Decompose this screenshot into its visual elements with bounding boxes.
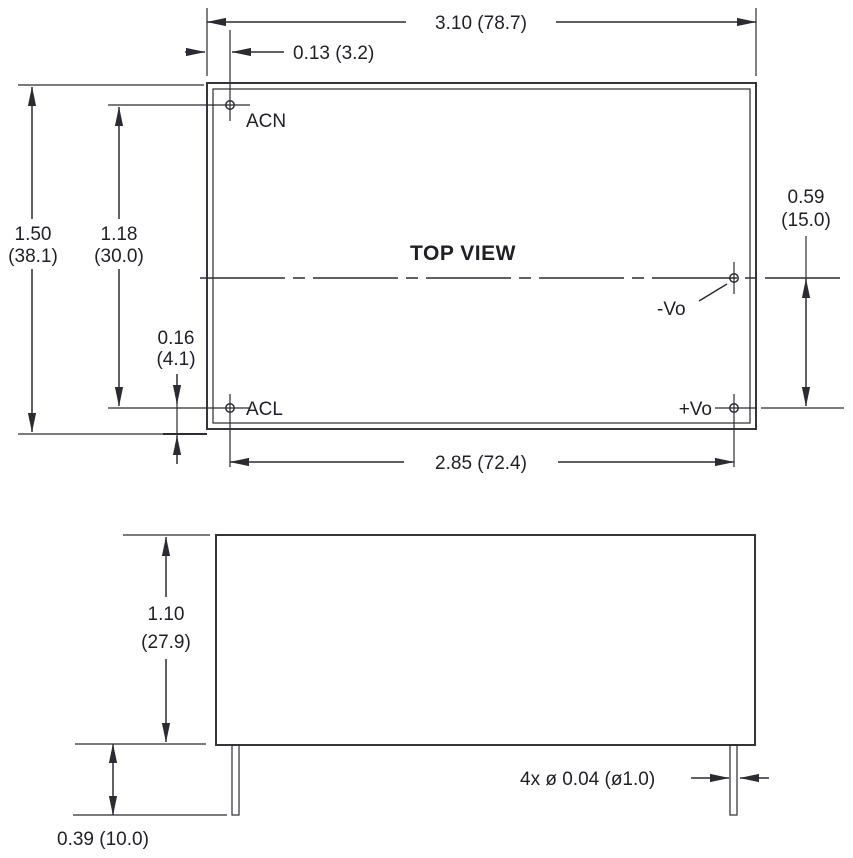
dim-text: 0.59 — [788, 187, 825, 208]
case-outline-outer — [206, 82, 757, 430]
view-title: TOP VIEW — [410, 242, 516, 265]
dim-text: (27.9) — [141, 632, 191, 653]
case-outline-inner — [212, 88, 751, 424]
dim-text: 0.13 (3.2) — [293, 43, 374, 64]
dim-case-height: 1.10 (27.9) — [75, 534, 210, 745]
dim-pin-span-x: 2.85 (72.4) — [229, 453, 735, 474]
lead-pin-right — [729, 744, 738, 816]
top-view: TOP VIEW ACN ACL +Vo -Vo — [8, 8, 844, 474]
pin-acn-pad — [225, 100, 235, 110]
pin-plus-vo-pad — [729, 403, 739, 413]
pin-minus-vo-pad — [729, 273, 739, 283]
side-view: 1.10 (27.9) 0.39 (10.0) 4x ø 0.04 (ø1.0) — [57, 534, 769, 850]
dim-vo-offset: 0.59 (15.0) — [781, 187, 831, 407]
pin-acl-pad — [225, 403, 235, 413]
dim-pin-diameter: 4x ø 0.04 (ø1.0) — [520, 769, 769, 790]
dim-text: 1.50 — [15, 224, 52, 245]
pin-acn: ACN — [108, 30, 286, 132]
dim-text: (15.0) — [781, 210, 831, 231]
dim-text: 2.85 (72.4) — [435, 453, 527, 474]
pin-minus-vo-label: -Vo — [657, 299, 686, 320]
dim-text: 0.39 (10.0) — [57, 829, 149, 850]
pin-minus-vo-leader-line — [698, 283, 728, 302]
dim-pin-inset-y: 0.16 (4.1) — [156, 328, 207, 464]
pin-plus-vo-label: +Vo — [679, 399, 712, 420]
dim-text: (4.1) — [156, 349, 195, 370]
pin-acl: ACL — [108, 394, 283, 467]
lead-pin-left — [231, 744, 240, 816]
dim-text: (38.1) — [8, 246, 58, 267]
pin-acl-label: ACL — [246, 399, 283, 420]
dim-text: 3.10 (78.7) — [435, 13, 527, 34]
dim-body-width: 3.10 (78.7) — [206, 8, 757, 76]
dim-text: 1.10 — [148, 604, 185, 625]
pin-acn-label: ACN — [246, 111, 286, 132]
dim-text: 0.16 — [158, 328, 195, 349]
dim-pin-offset-x: 0.13 (3.2) — [185, 43, 374, 64]
pin-minus-vo: -Vo — [657, 262, 739, 320]
dim-pin-standoff: 0.39 (10.0) — [57, 743, 227, 850]
dim-text: 1.18 — [101, 224, 138, 245]
dim-text: (30.0) — [94, 246, 144, 267]
dim-text: 4x ø 0.04 (ø1.0) — [520, 769, 655, 790]
dim-pin-span-y: 1.18 (30.0) — [94, 106, 144, 407]
pin-plus-vo: +Vo — [679, 394, 844, 467]
case-side-outline — [215, 534, 756, 746]
